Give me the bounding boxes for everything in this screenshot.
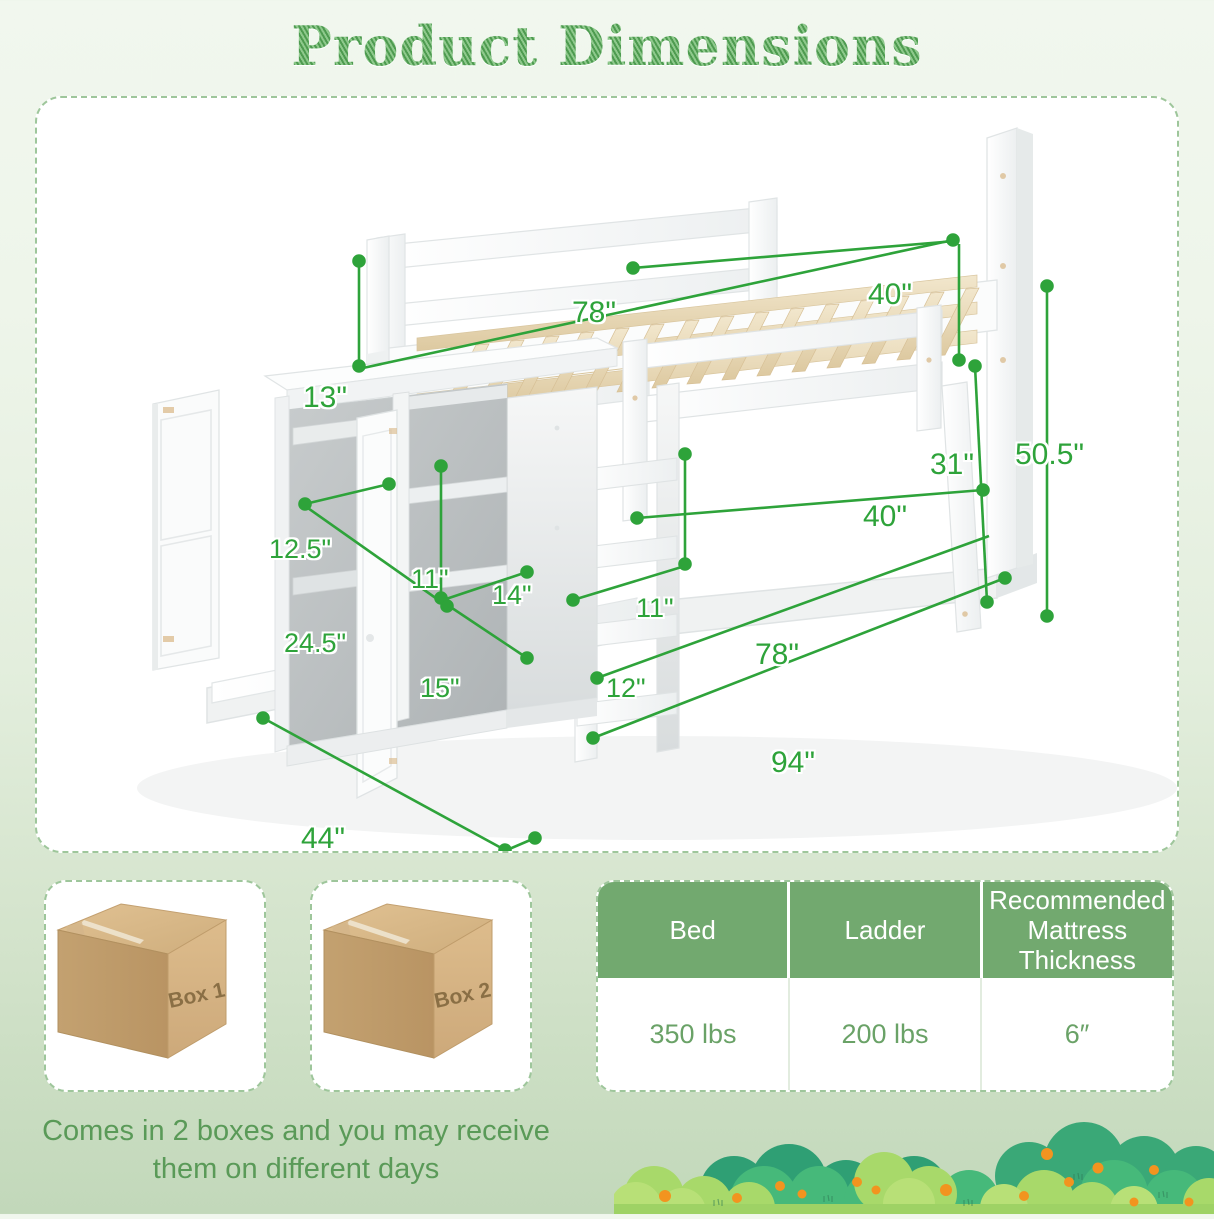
page-title: Product Dimensions xyxy=(0,14,1214,78)
spec-table: Bed Ladder Recommended Mattress Thicknes… xyxy=(596,880,1174,1092)
dimension-label: 12" xyxy=(606,673,646,703)
bed-drawing xyxy=(137,127,1177,851)
header-bed: Bed xyxy=(669,915,716,945)
value-ladder-capacity: 200 lbs xyxy=(788,978,980,1090)
box-1-card: Box 1 xyxy=(44,880,266,1092)
foliage-decoration xyxy=(610,1104,1214,1219)
dimension-label: 94" xyxy=(771,746,816,779)
dimension-label: 50.5" xyxy=(1015,438,1085,471)
dimension-label: 78" xyxy=(572,296,617,329)
dimension-label: 15" xyxy=(420,673,460,703)
shipping-note: Comes in 2 boxes and you may receive the… xyxy=(42,1115,550,1185)
dimension-label: 14" xyxy=(492,580,532,610)
spec-table-value-row: 350 lbs 200 lbs 6″ xyxy=(598,978,1172,1090)
carton-box-2-icon: Box 2 xyxy=(322,903,494,1059)
spec-table-header-row: Bed Ladder Recommended Mattress Thicknes… xyxy=(598,882,1172,978)
dimensions-panel: 78" 13" 40" 50.5" 31" 40" 12.5" 24.5" 11… xyxy=(35,96,1179,853)
dimension-label: 11" xyxy=(636,593,674,623)
bed-illustration xyxy=(37,98,1177,851)
carton-box-1-icon: Box 1 xyxy=(56,903,228,1059)
dimension-label: 44" xyxy=(301,822,346,853)
header-ladder: Ladder xyxy=(787,882,979,978)
dimension-label: 40" xyxy=(863,500,908,533)
dimension-label: 40" xyxy=(868,278,913,311)
dimension-label: 78" xyxy=(755,638,800,671)
dimension-label: 31" xyxy=(930,448,975,481)
value-mattress-thickness: 6″ xyxy=(980,978,1172,1090)
bushes-icon xyxy=(610,1122,1214,1219)
dimension-label: 24.5" xyxy=(284,628,347,658)
dimension-label: 11" xyxy=(411,564,449,594)
dimension-label: 12.5" xyxy=(269,534,332,564)
box-2-card: Box 2 xyxy=(310,880,532,1092)
header-mattress-thickness: Recommended Mattress Thickness xyxy=(979,882,1172,978)
value-bed-capacity: 350 lbs xyxy=(649,1018,737,1049)
dimension-label: 13" xyxy=(303,381,348,414)
